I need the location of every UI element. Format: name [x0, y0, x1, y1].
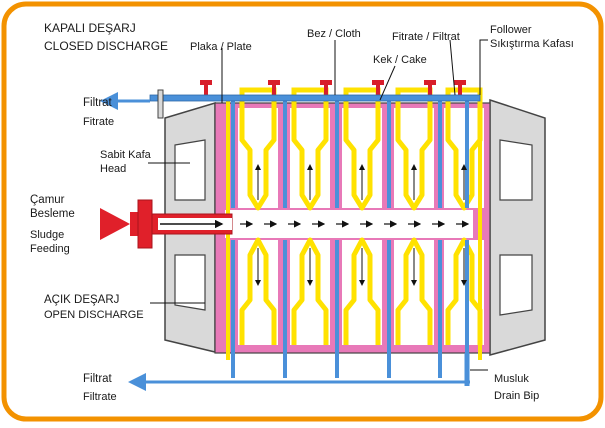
- valve-stem-icon: [458, 85, 462, 95]
- feed-label-tr2: Besleme: [30, 208, 75, 220]
- follower-label-tr: Sıkıştırma Kafası: [490, 38, 574, 50]
- bottom-filtrate-outlet: [128, 373, 470, 391]
- cloth-upper: [291, 108, 329, 211]
- valve-handle-icon: [424, 80, 436, 85]
- valve-handle-icon: [372, 80, 384, 85]
- sludge-arrow-icon: [100, 208, 130, 240]
- follower-label-en: Follower: [490, 24, 532, 36]
- filtrat-bottom-tr: Filtrat: [83, 373, 113, 385]
- cloth-upper: [239, 108, 277, 211]
- valve-handle-icon: [454, 80, 466, 85]
- flow-arrows: [240, 164, 470, 286]
- valve-stem-icon: [428, 85, 432, 95]
- filtrat-bottom-en: Filtrate: [83, 391, 117, 403]
- filtrate-arrow-top-icon: [100, 92, 118, 110]
- valve-stem-icon: [324, 85, 328, 95]
- valve-stem-icon: [376, 85, 380, 95]
- closed-discharge-tr: KAPALI DEŞARJ: [44, 21, 136, 35]
- valve-stem-icon: [272, 85, 276, 95]
- valve-handle-icon: [200, 80, 212, 85]
- top-filtrate-outlet: [100, 89, 481, 119]
- cloth-upper: [395, 108, 433, 211]
- cloth-label: Bez / Cloth: [307, 28, 361, 40]
- filtrat-top-tr: Filtrat: [83, 97, 113, 109]
- cloth-lower: [291, 237, 329, 345]
- feed-label-en1: Sludge: [30, 229, 64, 241]
- feed-label-tr1: Çamur: [30, 194, 65, 206]
- feed-label-en2: Feeding: [30, 243, 70, 255]
- cloth-lower: [239, 237, 277, 345]
- sludge-feed-inlet: [100, 199, 233, 249]
- open-discharge-en: OPEN DISCHARGE: [44, 309, 144, 321]
- plates: [238, 108, 484, 345]
- filtrate-arrow-bottom-icon: [128, 373, 146, 391]
- head-label-en: Head: [100, 163, 126, 175]
- closed-discharge-en: CLOSED DISCHARGE: [44, 39, 168, 53]
- filtrat-top-en: Fitrate: [83, 116, 114, 128]
- cloth-lower: [445, 237, 483, 345]
- filtrate-top-label: Fitrate / Filtrat: [392, 31, 460, 43]
- head-label-tr: Sabit Kafa: [100, 149, 152, 161]
- follower-head: [489, 98, 546, 356]
- cloth-lower: [343, 237, 381, 345]
- valve-handle-icon: [320, 80, 332, 85]
- drain-label-tr: Musluk: [494, 373, 529, 385]
- cloth-upper: [445, 108, 483, 211]
- cloth-lower: [395, 237, 433, 345]
- drain-label-en: Drain Bip: [494, 390, 539, 402]
- drain-pipe: [464, 353, 488, 386]
- open-discharge-tr: AÇIK DEŞARJ: [44, 294, 119, 306]
- leader-lines: [148, 39, 488, 304]
- plate-label: Plaka / Plate: [190, 41, 252, 53]
- valve-stem-icon: [204, 85, 208, 95]
- cake-label: Kek / Cake: [373, 54, 427, 66]
- valve-handle-icon: [268, 80, 280, 85]
- cloth-upper: [343, 108, 381, 211]
- valves: [200, 80, 466, 95]
